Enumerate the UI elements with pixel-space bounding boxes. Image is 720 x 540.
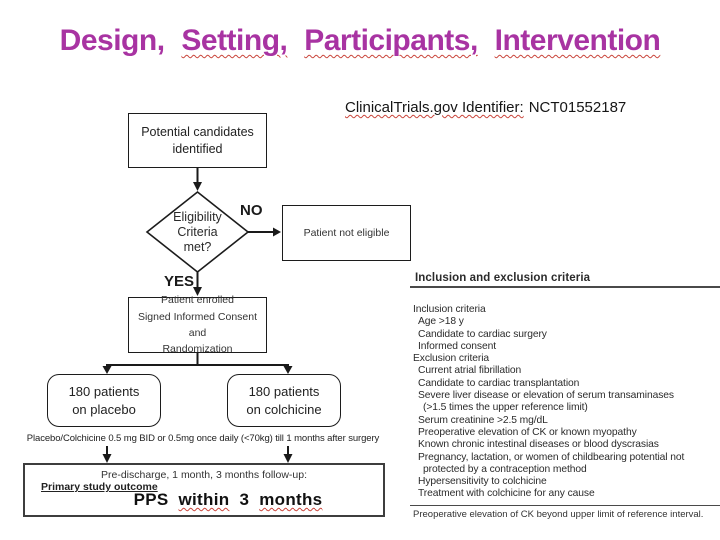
criteria-row: Inclusion criteria: [413, 304, 486, 315]
criteria-table-header: Inclusion and exclusion criteria: [415, 272, 591, 284]
criteria-row: Age >18 y: [418, 316, 464, 328]
followup-schedule: Pre-discharge, 1 month, 3 months follow-…: [100, 469, 308, 481]
criteria-row: Hypersensitivity to colchicine: [418, 476, 547, 488]
identifier-value: NCT01552187: [528, 99, 627, 116]
criteria-table-rule-top: [410, 286, 720, 288]
criteria-row: Known chronic intestinal diseases or blo…: [418, 439, 659, 451]
criteria-table: Inclusion and exclusion criteria Inclusi…: [410, 272, 720, 520]
criteria-table-footnote: Preoperative elevation of CK beyond uppe…: [413, 508, 704, 520]
criteria-row: Exclusion criteria: [413, 353, 490, 365]
flow-box-patient-enrolled: Patient enrolled Signed Informed Consent…: [128, 294, 267, 355]
clinicaltrials-identifier: ClinicalTrials.gov Identifier:NCT0155218…: [345, 99, 626, 116]
title-word-participants: Participants,: [304, 24, 478, 57]
criteria-row: Candidate to cardiac surgery: [418, 328, 547, 340]
criteria-row: Severe liver disease or elevation of ser…: [418, 390, 674, 402]
criteria-row: (>1.5 times the upper reference limit): [423, 402, 588, 414]
primary-outcome-result: PPS within 3 months: [25, 490, 383, 510]
title-word-design: Design,: [59, 24, 165, 57]
flow-label-no: NO: [240, 202, 263, 219]
primary-outcome-label: Primary study outcome: [41, 481, 158, 493]
flow-box-potential-candidates: Potential candidates identified: [128, 113, 267, 168]
flow-box-colchicine-arm: 180 patients on colchicine: [227, 374, 341, 427]
dosing-note: Placebo/Colchicine 0.5 mg BID or 0.5mg o…: [26, 433, 380, 444]
criteria-table-rule-bottom: [410, 504, 720, 506]
flow-box-placebo-arm: 180 patients on placebo: [47, 374, 161, 427]
pps-word: PPS: [133, 490, 169, 509]
flow-box-patient-not-eligible: Patient not eligible: [282, 205, 411, 261]
criteria-row: Serum creatinine >2.5 mg/dL: [418, 414, 548, 426]
criteria-row: Treatment with colchicine for any cause: [418, 488, 595, 500]
pps-word: 3: [239, 490, 250, 509]
criteria-row: Informed consent: [418, 340, 496, 352]
title-word-intervention: Intervention: [494, 24, 661, 57]
pps-word: months: [259, 490, 323, 509]
flow-label-yes: YES: [163, 273, 194, 290]
pps-word: within: [178, 490, 230, 509]
flow-decision-eligibility: Eligibility Criteria met?: [173, 209, 222, 254]
criteria-row: Preoperative elevation of CK or known my…: [418, 426, 637, 438]
criteria-row: Candidate to cardiac transplantation: [418, 377, 580, 389]
title-word-setting: Setting,: [181, 24, 288, 57]
criteria-row: Pregnancy, lactation, or women of childb…: [418, 451, 685, 463]
flow-box-outcome: Pre-discharge, 1 month, 3 months follow-…: [23, 463, 385, 517]
identifier-label: ClinicalTrials.gov Identifier:: [345, 99, 524, 116]
slide-title: Design, Setting, Participants, Intervent…: [0, 24, 720, 58]
criteria-row: Current atrial fibrillation: [418, 365, 522, 377]
criteria-row: protected by a contraception method: [423, 463, 587, 475]
